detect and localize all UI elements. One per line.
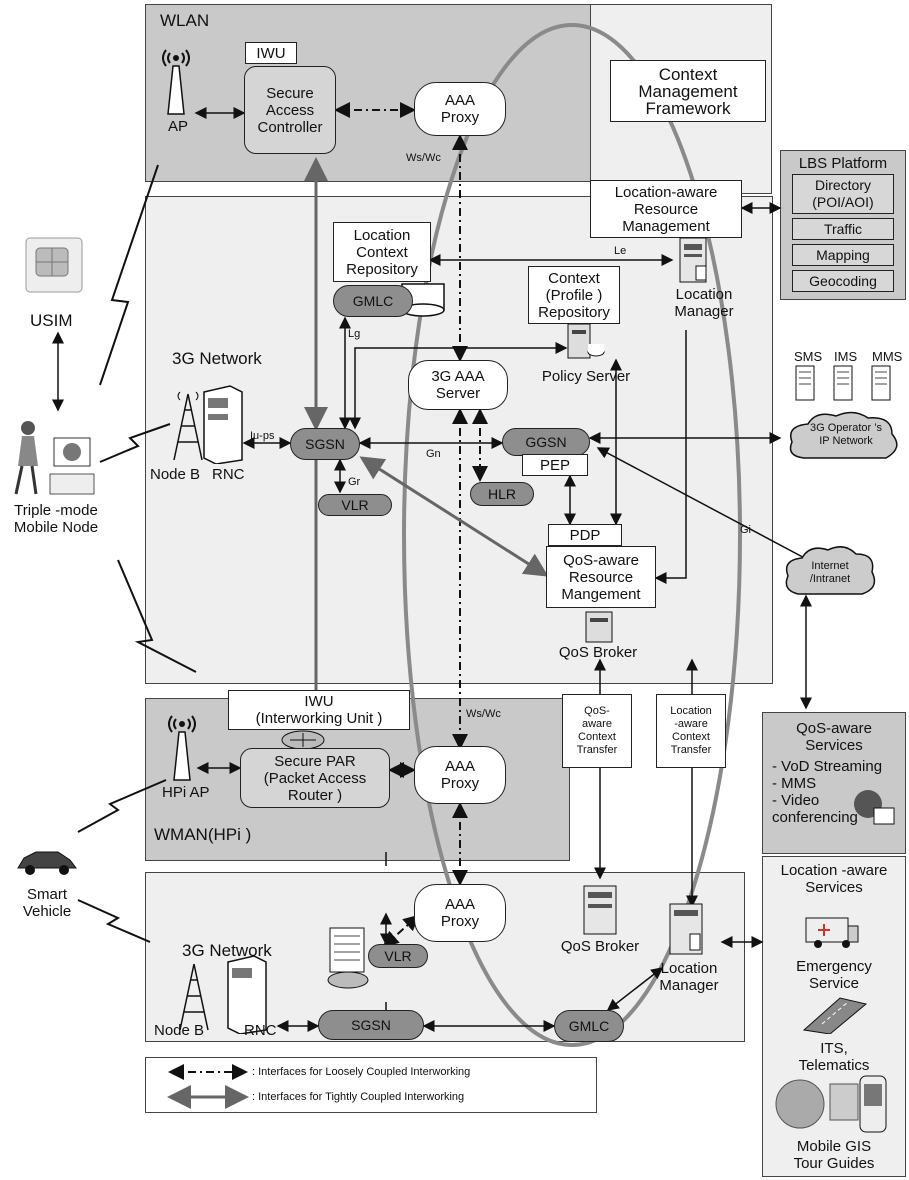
lg-label: Lg (348, 328, 361, 340)
gmlc[interactable]: GMLC (333, 285, 413, 317)
mobile-gis-icon (775, 1075, 887, 1133)
3g-b-sgsn[interactable]: SGSN (318, 1010, 424, 1040)
node-b-tower-icon (173, 391, 203, 461)
pdp[interactable]: PDP (548, 524, 622, 546)
smart-vehicle-label: Smart Vehicle (22, 886, 72, 920)
ap-antenna-icon (162, 49, 190, 115)
usim-card-icon (25, 237, 83, 293)
wman-aaa-proxy[interactable]: AAA Proxy (414, 746, 506, 804)
location-aware-resource-management[interactable]: Location-aware Resource Management (590, 180, 742, 238)
node-b-tower-b-icon (179, 963, 209, 1031)
gi-label: Gi (740, 524, 751, 536)
location-context-repository[interactable]: Location Context Repository (333, 222, 431, 282)
3g-network-b-title: 3G Network (182, 941, 272, 960)
qos-services-zone (762, 712, 906, 854)
mobile-gis-label: Mobile GIS Tour Guides (793, 1138, 875, 1172)
qos-resource-management[interactable]: QoS-aware Resource Mangement (546, 546, 656, 608)
operator-network-label: 3G Operator ’s IP Network (810, 422, 882, 447)
sms-label: SMS (794, 349, 823, 364)
node-b-label: Node B (150, 466, 201, 483)
gr-label: Gr (348, 476, 361, 488)
lbs-item[interactable]: Geocoding (792, 270, 894, 292)
usim-label: USIM (30, 311, 73, 330)
wireless-link-wman (77, 779, 167, 833)
qos-broker-label: QoS Broker (558, 644, 638, 661)
rnc-label: RNC (212, 466, 245, 483)
qos-services-list: - VoD Streaming - MMS - Video conferenci… (772, 758, 883, 826)
secure-par[interactable]: Secure PAR (Packet Access Router ) (240, 748, 390, 808)
video-camera-icon (854, 790, 895, 825)
smart-vehicle-icon (17, 851, 77, 875)
policy-server-label: Policy Server (541, 368, 631, 385)
wlan-ws-wc-label: Ws/Wc (406, 152, 441, 164)
location-context-transfer[interactable]: Location -aware Context Transfer (656, 694, 726, 768)
context-framework-title: Context Management Framework (610, 60, 766, 122)
legend-loose-label: : Interfaces for Loosely Coupled Interwo… (252, 1066, 471, 1078)
qos-broker-b-label: QoS Broker (560, 938, 640, 955)
wlan-iwu[interactable]: IWU (245, 42, 297, 64)
internet-cloud-icon (785, 546, 876, 595)
location-manager-b-server-icon (669, 903, 703, 955)
mobile-node-label: Triple -mode Mobile Node (13, 502, 99, 536)
its-road-icon (802, 997, 868, 1034)
wlan-title: WLAN (160, 11, 210, 30)
sgsn[interactable]: SGSN (290, 428, 360, 460)
lbs-item[interactable]: Mapping (792, 244, 894, 266)
legend-tight-label: : Interfaces for Tightly Coupled Interwo… (252, 1091, 465, 1103)
wireless-link-wlan (99, 164, 159, 386)
ap-label: AP (167, 118, 188, 135)
3g-b-vlr[interactable]: VLR (368, 944, 428, 968)
ambulance-icon (805, 917, 859, 948)
rnc-rack-b-icon (227, 955, 267, 1034)
location-manager-server-icon (679, 237, 707, 283)
lbs-item[interactable]: Traffic (792, 218, 894, 240)
wman-ws-wc-label: Ws/Wc (466, 708, 501, 720)
mms-label: MMS (872, 349, 903, 364)
wman-iwu[interactable]: IWU (Interworking Unit ) (228, 690, 410, 730)
rnc-rack-icon (203, 385, 243, 464)
3g-b-gmlc[interactable]: GMLC (554, 1010, 624, 1042)
wireless-link-vehicle (77, 899, 151, 943)
lbs-item[interactable]: Directory (POI/AOI) (792, 174, 894, 214)
wlan-aaa-proxy[interactable]: AAA Proxy (414, 82, 506, 136)
mobile-node-icon (14, 421, 95, 495)
location-manager-b-label: Location Manager (659, 960, 719, 994)
wman-title: WMAN(HPi ) (154, 825, 252, 844)
qos-services-title: QoS-aware Services (796, 720, 872, 754)
policy-server-icon (567, 323, 605, 359)
ggsn[interactable]: GGSN (502, 428, 590, 456)
pep[interactable]: PEP (522, 454, 588, 476)
emergency-service-label: Emergency Service (796, 958, 872, 992)
wireless-link-3g (117, 559, 197, 673)
qos-broker-b-server-icon (583, 885, 617, 935)
secure-access-controller[interactable]: Secure Access Controller (244, 66, 336, 154)
rnc-b-label: RNC (244, 1022, 277, 1039)
hlr[interactable]: HLR (470, 482, 534, 506)
hpi-ap-label: HPi AP (162, 784, 210, 801)
gn-label: Gn (426, 448, 441, 460)
location-manager-label: Location Manager (674, 286, 734, 320)
operator-servers-icon (795, 365, 891, 401)
le-label: Le (614, 245, 627, 257)
hpi-antenna-icon (168, 715, 196, 781)
vlr[interactable]: VLR (318, 494, 392, 516)
qos-broker-server-icon (585, 611, 613, 643)
ims-label: IMS (834, 349, 858, 364)
wlan-zone (145, 4, 601, 182)
lbs-platform-title: LBS Platform (798, 155, 888, 172)
its-label: ITS, Telematics (798, 1040, 870, 1074)
3g-b-aaa-proxy[interactable]: AAA Proxy (414, 884, 506, 942)
context-profile-repository[interactable]: Context (Profile ) Repository (528, 266, 620, 324)
wireless-link-nodeb (99, 423, 171, 463)
node-b-b-label: Node B (154, 1022, 205, 1039)
sgsn-server-stack-icon (327, 927, 369, 989)
internet-label: Internet /Intranet (809, 560, 851, 585)
location-services-title: Location -aware Services (780, 862, 888, 896)
3g-network-title: 3G Network (172, 349, 262, 368)
iu-ps-label: Iu-ps (250, 430, 275, 442)
3g-aaa-server[interactable]: 3G AAA Server (408, 360, 508, 410)
qos-context-transfer[interactable]: QoS- aware Context Transfer (562, 694, 632, 768)
operator-network-cloud-icon (789, 411, 898, 459)
